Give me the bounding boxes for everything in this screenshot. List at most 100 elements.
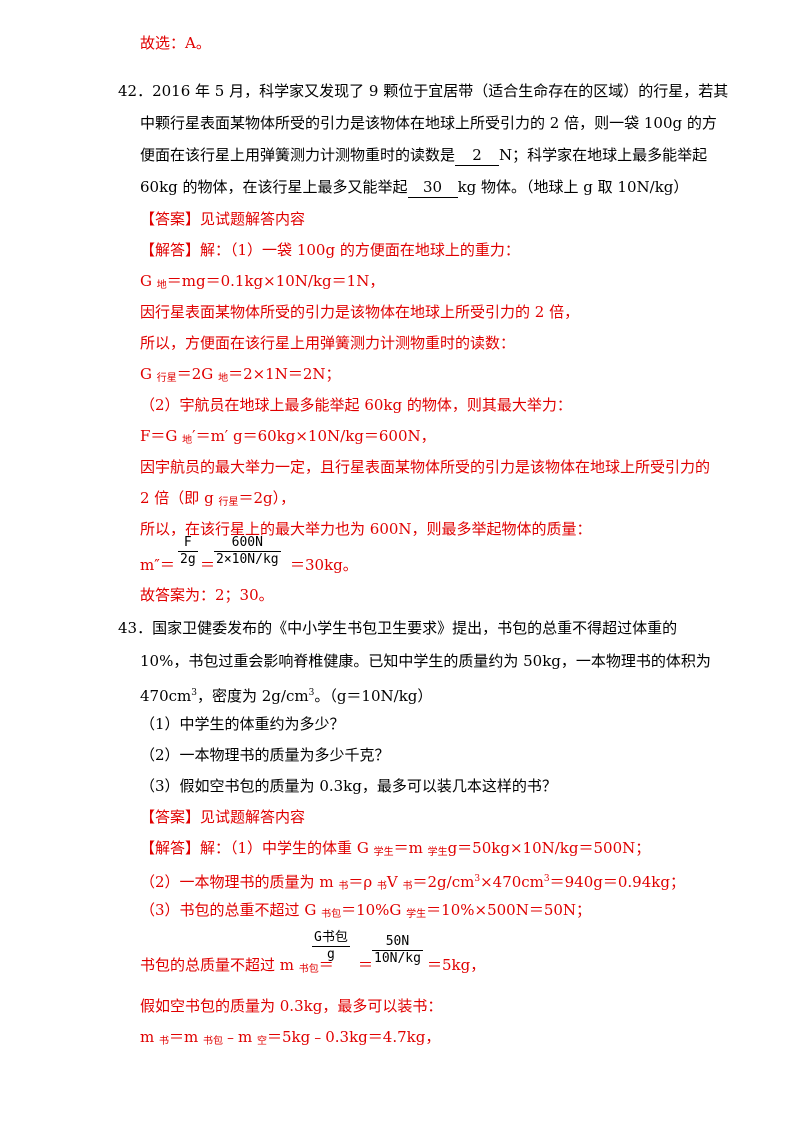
q42-solution-4: G 行星＝2G 地＝2×1N＝2N； [140,364,341,389]
q43-solution-4: 书包的总质量不超过 m 书包＝ [140,955,334,980]
q42-solution-2: 因行星表面某物体所受的引力是该物体在地球上所受引力的 2 倍， [140,303,580,321]
q42-blank1: 2 [455,145,500,166]
t: G [140,365,157,383]
q42-number: 42． [118,82,153,100]
t: ＝10%×500N＝50N； [426,901,592,919]
t: ＝m [393,839,428,857]
q43-solution-6: m 书＝m 书包﹣m 空＝5kg﹣0.3kg＝4.7kg， [140,1027,440,1052]
t: ′＝m′ g＝60kg×10N/kg＝600N， [192,427,436,445]
t: ＝ρ [348,873,377,891]
t: （3）书包的总重不超过 G [140,901,322,919]
t: ＝5kg﹣0.3kg＝4.7kg， [267,1028,441,1046]
t: 2 倍（即 g [140,489,219,507]
sub: 书包 [321,909,342,920]
t: ＝2×1N＝2N； [228,365,341,383]
t: 。（g＝10N/kg） [314,687,433,705]
sub: 行星 [156,373,177,384]
q43-solution-3: （3）书包的总重不超过 G 书包＝10%G 学生＝10%×500N＝50N； [140,900,591,925]
q41-conclusion: 故选：A。 [140,34,211,52]
numerator: 50N [372,934,423,951]
t: （2）一本物理书的质量为 m [140,873,339,891]
q42-line4-post: kg 物体。（地球上 g 取 10N/kg） [457,178,689,196]
denominator: g [327,947,335,962]
numerator: 600N [214,535,281,552]
q42-solution-9: 所以，在该行星上的最大举力也为 600N，则最多举起物体的质量： [140,520,592,538]
sub: 书 [338,881,349,892]
q42-blank2: 30 [407,177,458,198]
sup: 3 [308,688,315,698]
sup: 3 [191,688,197,698]
q43-answer: 【答案】见试题解答内容 [140,808,306,826]
t: ＝m [169,1028,203,1046]
sup: 3 [474,874,481,884]
q43-solution-1: 【解答】解：（1）中学生的体重 G 学生＝m 学生g＝50kg×10N/kg＝5… [140,838,650,863]
q42-line3-post: N；科学家在地球上最多能举起 [499,146,708,164]
t: 470cm [140,687,192,705]
numerator: G书包 [312,930,350,947]
sub: 行星 [218,497,239,508]
sub: 空 [257,1036,267,1047]
t: 书包的总质量不超过 m [140,956,299,974]
q42-solution-3: 所以，方便面在该行星上用弹簧测力计测物重时的读数： [140,334,516,352]
q42-solution-7: 因宇航员的最大举力一定，且行星表面某物体所受的引力是该物体在地球上所受引力的 [140,458,711,476]
sub: 书 [402,881,413,892]
sub: 地 [218,373,229,384]
q42-line2: 中颗行星表面某物体所受的引力是该物体在地球上所受引力的 2 倍，则一袋 100g… [140,114,717,132]
t: ＝2G [176,365,219,383]
t: ＝mg＝0.1kg×10N/kg＝1N， [166,272,385,290]
q43-result: ＝5kg， [427,956,486,974]
t: ＝940g＝0.94kg； [549,873,685,891]
t: ×470cm [480,873,544,891]
q42-text1: 2016 年 5 月，科学家又发现了 9 颗位于宜居带（适合生命存在的区域）的行… [152,82,729,100]
q42-solution-head: 【解答】解：（1）一袋 100g 的方便面在地球上的重力： [140,241,520,259]
sub: 学生 [427,847,448,858]
sup: 3 [543,874,550,884]
sub: 书 [159,1036,169,1047]
sub: 书包 [298,964,319,975]
t: ＝10%G [341,901,407,919]
q43-line3: 470cm3，密度为 2g/cm3。（g＝10N/kg） [140,683,432,706]
q42-solution-5: （2）宇航员在地球上最多能举起 60kg 的物体，则其最大举力： [140,396,572,414]
q43-question-3: （3）假如空书包的质量为 0.3kg，最多可以装几本这样的书？ [140,777,557,795]
q42-line4-pre: 60kg 的物体，在该行星上最多又能举起 [140,178,408,196]
q42-solution-6: F＝G 地′＝m′ g＝60kg×10N/kg＝600N， [140,426,436,451]
t: m [140,1028,159,1046]
q43-line1: 43．国家卫健委发布的《中小学生书包卫生要求》提出，书包的总重不得超过体重的 [118,618,677,638]
q43-solution-2: （2）一本物理书的质量为 m 书＝ρ 书V 书＝2g/cm3×470cm3＝94… [140,869,685,897]
numerator: F [178,535,198,552]
denominator: 2×10N/kg [216,552,279,567]
sub: 学生 [406,909,427,920]
q42-result: ＝30kg。 [290,556,358,574]
q43-equals: ＝ [358,956,374,974]
q43-question-1: （1）中学生的体重约为多少？ [140,715,345,733]
t: G [140,272,157,290]
sub: 学生 [373,847,394,858]
t: 【解答】解：（1）中学生的体重 G [140,839,374,857]
t: g＝50kg×10N/kg＝500N； [447,839,651,857]
q42-solution-8: 2 倍（即 g 行星＝2g）， [140,488,295,513]
sub: 地 [182,435,193,446]
t: ＝ [318,956,334,974]
t: V [386,873,403,891]
q42-final-answer: 故答案为：2；30。 [140,586,274,604]
t: F＝G [140,427,183,445]
q42-solution-1: G 地＝mg＝0.1kg×10N/kg＝1N， [140,271,384,296]
q43-number: 43． [118,619,153,637]
q42-mass-label: m″＝ [140,556,175,574]
q42-equals: ＝ [200,556,216,574]
t: ，密度为 2g/cm [197,687,309,705]
q42-line1: 42．2016 年 5 月，科学家又发现了 9 颗位于宜居带（适合生命存在的区域… [118,81,728,101]
q42-line3-pre: 便面在该行星上用弹簧测力计测物重时的读数是 [140,146,456,164]
sub: 地 [156,280,167,291]
sub: 书包 [203,1036,223,1047]
